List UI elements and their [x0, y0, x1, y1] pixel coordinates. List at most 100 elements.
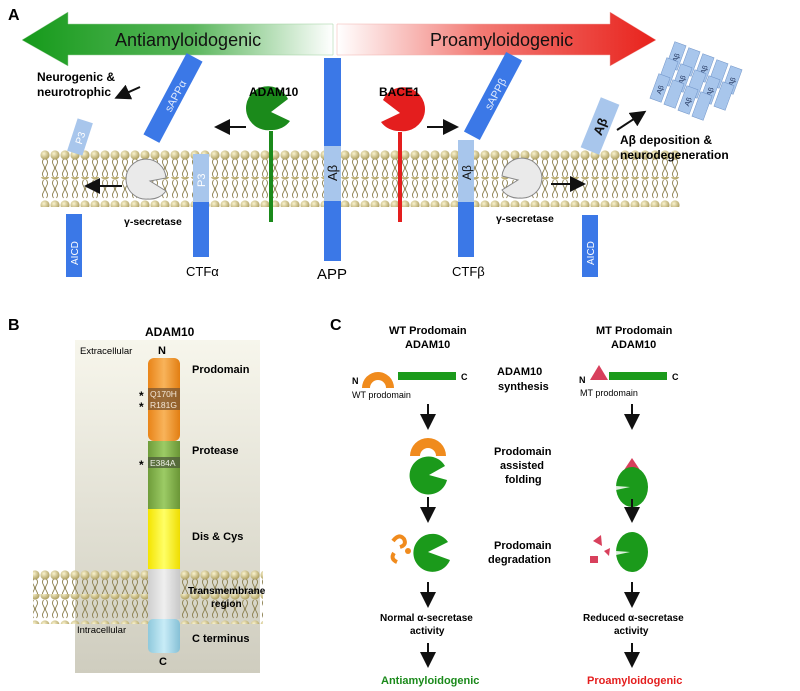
- mt-catalytic-bar: [609, 372, 667, 380]
- mt-degradation-gap: [616, 551, 630, 555]
- mt-heading-line2: ADAM10: [611, 339, 656, 351]
- panel-b-letter: B: [8, 317, 20, 334]
- p3-free-fragment: P3: [67, 118, 93, 156]
- gamma-left-label: γ-secretase: [124, 216, 182, 228]
- ctfa-p3-segment: [193, 154, 209, 202]
- abeta-aggregate-label: Aβ: [684, 97, 694, 108]
- wt-degraded-fragment-3: [390, 551, 398, 564]
- wt-folding-pacman: [409, 456, 447, 495]
- c-terminus-letter: C: [159, 656, 167, 668]
- app-lower-segment: [324, 201, 341, 261]
- wt-prodomain-label: WT prodomain: [352, 390, 411, 400]
- wt-c-label: C: [461, 372, 468, 382]
- wt-catalytic-bar: [398, 372, 456, 380]
- panel-a-letter: A: [8, 7, 20, 24]
- abeta-aggregate-piece: [663, 79, 685, 109]
- bace1-transmembrane: [398, 132, 402, 222]
- mutation-e384a-box: [148, 457, 180, 468]
- mutation-e384a-label: E384A: [150, 458, 176, 468]
- neurogenic-arrow: [114, 84, 141, 100]
- bace1-label: BACE1: [379, 85, 420, 99]
- deposition-line2: neurodegeneration: [620, 148, 729, 162]
- abeta-aggregate-label: Aβ: [656, 85, 666, 96]
- c-terminus-label: C terminus: [192, 633, 249, 645]
- mt-degraded-fragment-3: [604, 548, 610, 556]
- wt-n-label: N: [352, 376, 359, 386]
- aicd-left-fragment: [66, 214, 82, 277]
- aicd-right-label: AICD: [586, 241, 597, 265]
- abeta-aggregate-label: Aβ: [700, 65, 710, 76]
- assisted-line3: folding: [505, 474, 542, 486]
- wt-degraded-fragment-1: [391, 534, 407, 549]
- wt-heading-line2: ADAM10: [405, 339, 450, 351]
- abeta-aggregate-label: Aβ: [706, 87, 716, 98]
- abeta-free-label: Aβ: [590, 116, 610, 138]
- app-abeta-segment: [324, 146, 341, 201]
- extracellular-label: Extracellular: [80, 346, 132, 357]
- abeta-ctfb-label: Aβ: [460, 165, 474, 180]
- antiamyloidogenic-label: Antiamyloidogenic: [115, 30, 261, 50]
- mutation-q170h-box: [148, 388, 180, 399]
- mt-degraded-fragment-1: [593, 535, 602, 546]
- down-arrows: [420, 404, 640, 668]
- neurogenic-line2: neurotrophic: [37, 85, 111, 99]
- normal-activity-line2: activity: [410, 626, 445, 637]
- prodomain-label: Prodomain: [192, 364, 250, 376]
- anti-outcome-label: Antiamyloidogenic: [381, 675, 479, 687]
- transmembrane-segment: [148, 569, 180, 619]
- ctfb-abeta-segment: [458, 140, 474, 202]
- abeta-aggregate-piece: [713, 81, 735, 111]
- reduced-activity-line1: Reduced α-secretase: [583, 613, 684, 624]
- abeta-aggregate-piece: [691, 91, 713, 121]
- app-upper-segment: [324, 58, 341, 146]
- mutation-r181g-box: [148, 399, 180, 410]
- star-e384a: *: [139, 458, 144, 472]
- ctfa-lower-segment: [193, 202, 209, 257]
- ctfa-label: CTFα: [186, 264, 219, 279]
- n-terminus-label: N: [158, 345, 166, 357]
- aggregation-arrow: [616, 110, 647, 131]
- proamyloidogenic-label: Proamyloidogenic: [430, 30, 573, 50]
- reduced-activity-line2: activity: [614, 626, 649, 637]
- dis-cys-segment: [148, 509, 180, 569]
- abeta-free-fragment: Aβ: [580, 97, 620, 155]
- app-abeta-label: Aβ: [325, 165, 340, 181]
- p3-free-label: P3: [74, 130, 88, 145]
- antiamyloidogenic-arrow: [21, 11, 334, 67]
- neurogenic-line1: Neurogenic &: [37, 70, 115, 84]
- assisted-line2: assisted: [500, 460, 544, 472]
- mt-n-label: N: [579, 375, 586, 385]
- aicd-left-label: AICD: [70, 241, 81, 265]
- intracellular-label: Intracellular: [77, 625, 126, 636]
- adam10-transmembrane: [269, 131, 273, 222]
- mt-folding-ellipse: [616, 467, 648, 507]
- transmembrane-label-line2: region: [211, 599, 242, 610]
- assisted-line1: Prodomain: [494, 446, 552, 458]
- wt-degradation-pacman: [413, 533, 450, 572]
- gamma-right-label: γ-secretase: [496, 213, 554, 225]
- p3-bound-label: P3: [196, 174, 208, 187]
- transmembrane-label-line1: Transmembrane: [188, 586, 266, 597]
- panel-b-title: ADAM10: [145, 325, 195, 339]
- bace1-pacman: [381, 87, 425, 132]
- dis-cys-label: Dis & Cys: [192, 531, 243, 543]
- mutation-q170h-label: Q170H: [150, 389, 177, 399]
- deposition-line1: Aβ deposition &: [620, 133, 712, 147]
- aicd-right-fragment: [582, 215, 598, 277]
- synthesis-line1: ADAM10: [497, 366, 542, 378]
- synthesis-line2: synthesis: [498, 381, 549, 393]
- sappa-fragment: sAPPα: [143, 53, 203, 143]
- mt-degraded-fragment-2: [590, 556, 598, 563]
- gamma-secretase-right: [501, 157, 543, 199]
- mt-prodomain-shape: [590, 365, 608, 380]
- protease-segment: [148, 441, 180, 509]
- app-label: APP: [317, 266, 347, 283]
- mt-prodomain-label: MT prodomain: [580, 388, 638, 398]
- wt-heading-line1: WT Prodomain: [389, 325, 467, 337]
- panel-c-letter: C: [330, 317, 342, 334]
- abeta-aggregate-label: Aβ: [678, 75, 688, 86]
- adam10-label: ADAM10: [249, 85, 299, 99]
- ctfb-label: CTFβ: [452, 264, 485, 279]
